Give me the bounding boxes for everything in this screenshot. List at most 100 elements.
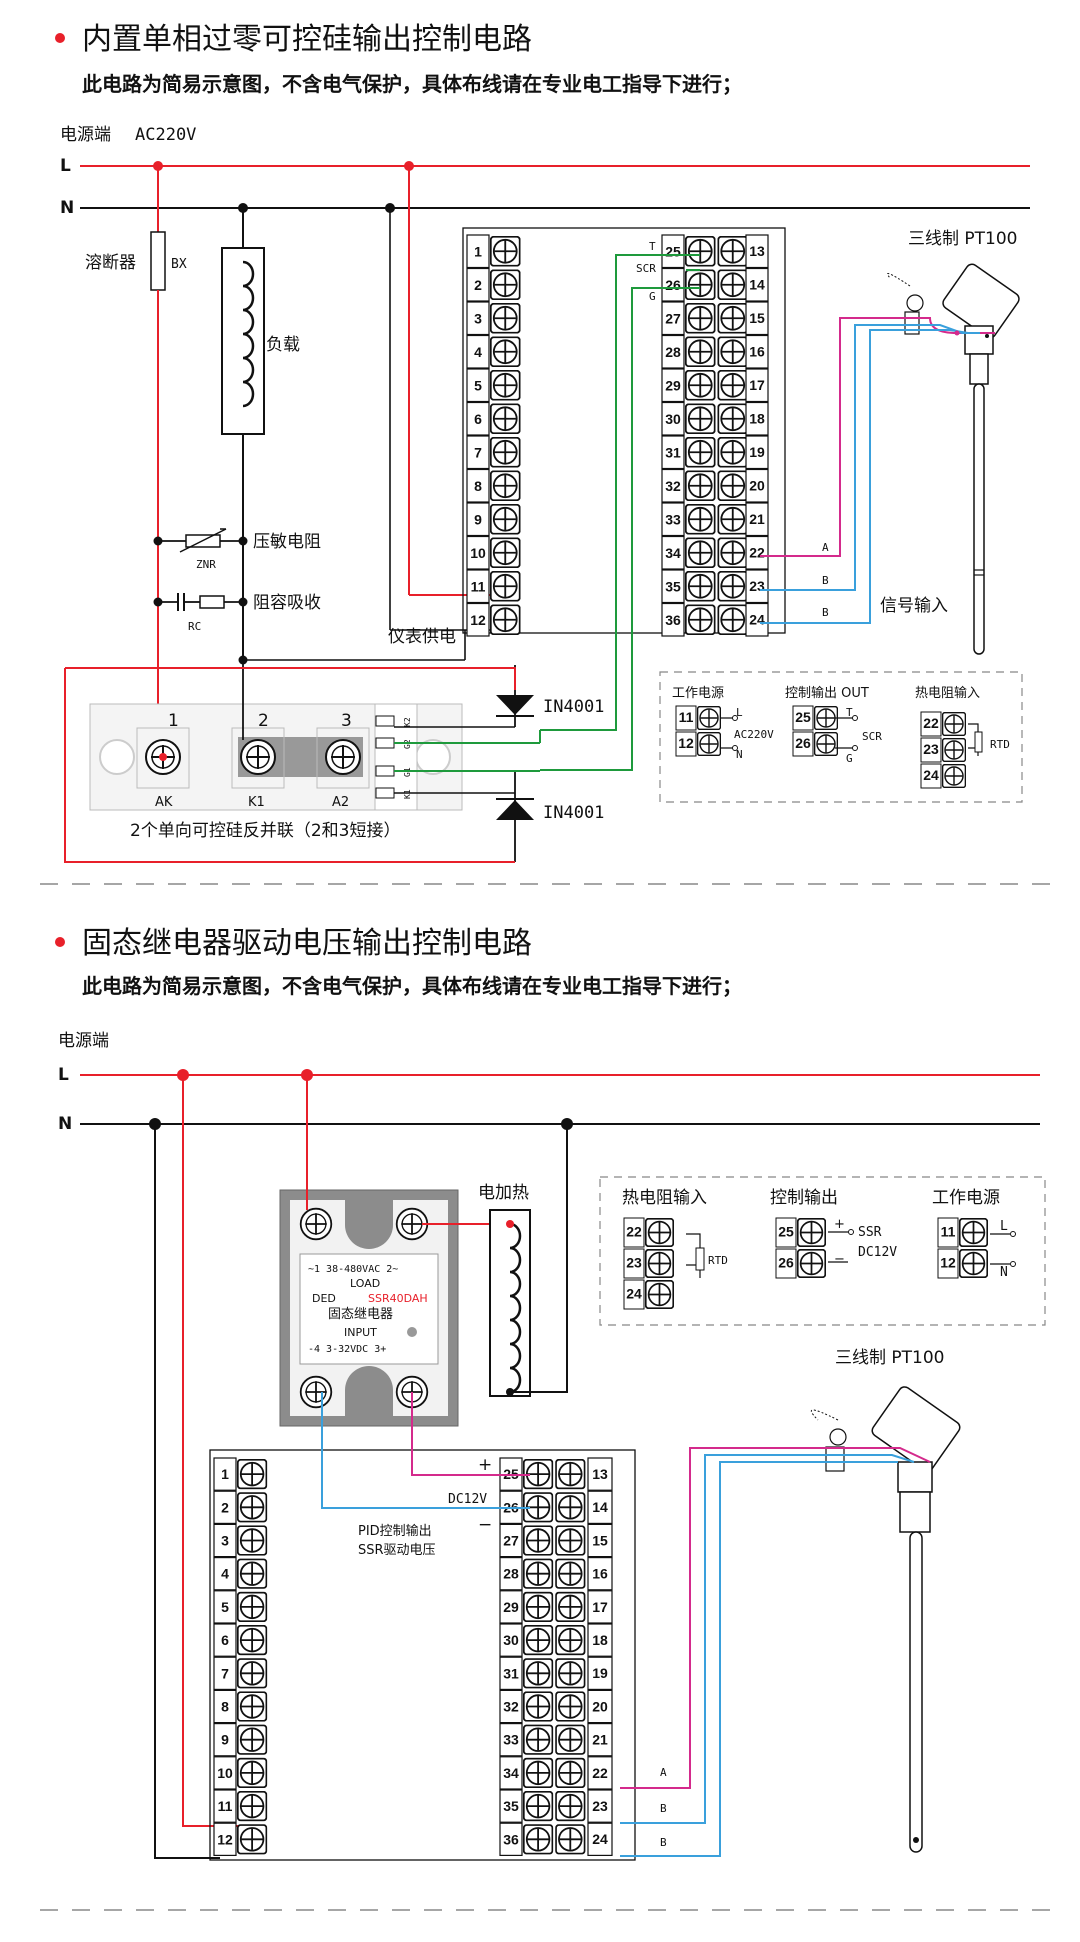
svg-text:1: 1 <box>474 243 482 259</box>
s1-module-pin-ak: AK <box>155 795 173 810</box>
s2-legend-power-title: 工作电源 <box>932 1188 1000 1208</box>
s1-legend-box <box>659 671 1023 803</box>
s2-line-n-label: N <box>58 1114 72 1134</box>
s2-term-34: 34 <box>499 1756 586 1790</box>
s1-legend-out-scr: SCR <box>862 730 882 743</box>
svg-text:26: 26 <box>778 1255 794 1271</box>
s2-wire-a <box>620 1447 931 1789</box>
s1-term-27: 27 <box>661 301 748 336</box>
s1-wire-a <box>760 317 995 557</box>
svg-text:25: 25 <box>665 243 681 259</box>
s2-term-30: 30 <box>499 1623 586 1657</box>
s1-legend-out-t: T <box>846 706 853 719</box>
s1-term-5: 5 <box>466 368 521 403</box>
s1-wire-g <box>540 287 700 771</box>
s2-heater-label: 电加热 <box>478 1183 529 1203</box>
s2-term-8: 8 <box>213 1689 268 1724</box>
s1-side-pin-g1: G1 <box>403 767 412 777</box>
s2-term-24: 24 <box>592 1831 608 1847</box>
s2-term-20: 20 <box>592 1698 608 1714</box>
s2-legend-rtd-title: 热电阻输入 <box>622 1188 707 1208</box>
svg-text:34: 34 <box>503 1765 519 1781</box>
s1-wire-b2 <box>760 329 969 624</box>
svg-text:26: 26 <box>665 277 681 293</box>
s2-term-18: 18 <box>592 1632 608 1648</box>
s2-pt100-label: 三线制 PT100 <box>835 1348 945 1368</box>
svg-text:29: 29 <box>503 1599 519 1615</box>
s2-term-15: 15 <box>592 1532 608 1548</box>
s2-ssr-name: 固态继电器 <box>328 1307 393 1322</box>
s1-legend-rtd-22: 22 <box>920 711 966 737</box>
s2-ssr-load-label: LOAD <box>350 1277 380 1290</box>
svg-text:30: 30 <box>665 411 681 427</box>
s2-wire-a-label: A <box>660 1766 667 1779</box>
s2-term-1: 1 <box>213 1457 268 1491</box>
s2-term-36: 36 <box>499 1822 586 1856</box>
s1-line-l-label: L <box>60 156 71 176</box>
s1-fuse <box>150 231 166 291</box>
s1-term-28: 28 <box>661 334 748 369</box>
svg-text:33: 33 <box>665 511 681 527</box>
svg-text:29: 29 <box>665 377 681 393</box>
s2-term-16: 16 <box>592 1566 608 1582</box>
s2-line-l-label: L <box>58 1065 69 1085</box>
s2-term-10: 10 <box>213 1756 268 1790</box>
s1-rc-label: 阻容吸收 <box>253 593 321 613</box>
s1-side-pin-k1: K1 <box>403 789 412 799</box>
s2-legend-out-25: 25 <box>775 1217 826 1248</box>
s1-legend-power-v: AC220V <box>734 728 774 741</box>
s1-term-19: 19 <box>749 444 765 460</box>
svg-text:7: 7 <box>474 444 482 460</box>
svg-text:4: 4 <box>221 1566 229 1582</box>
svg-text:22: 22 <box>626 1224 642 1240</box>
s2-term-32: 32 <box>499 1689 586 1724</box>
s1-term-29: 29 <box>661 368 748 403</box>
svg-text:32: 32 <box>503 1699 519 1715</box>
s1-power-label: 电源端 <box>60 125 111 145</box>
s1-term-23: 23 <box>749 578 765 594</box>
svg-text:5: 5 <box>221 1599 229 1615</box>
svg-text:27: 27 <box>665 310 681 326</box>
s1-term-17: 17 <box>749 377 765 393</box>
svg-text:25: 25 <box>778 1224 794 1240</box>
s1-legend-out-26: 26 <box>792 731 838 757</box>
svg-text:36: 36 <box>503 1831 519 1847</box>
s1-term-9: 9 <box>466 502 521 537</box>
s1-diode-bottom-label: IN4001 <box>543 803 604 823</box>
s2-wire-ssr-plus <box>411 1392 530 1476</box>
s1-term-13: 13 <box>749 243 765 259</box>
svg-text:24: 24 <box>923 767 939 783</box>
s1-legend-rtd-24: 24 <box>920 763 966 789</box>
s2-term-14: 14 <box>592 1499 608 1515</box>
s1-diode-bottom <box>496 770 534 862</box>
section2-note: 此电路为简易示意图，不含电气保护，具体布线请在专业电工指导下进行； <box>82 974 742 998</box>
svg-text:25: 25 <box>795 709 811 725</box>
s2-term-35: 35 <box>499 1789 586 1823</box>
s2-wire-b1-label: B <box>660 1802 667 1815</box>
s2-term-29: 29 <box>499 1590 586 1624</box>
s1-term-24: 24 <box>749 612 765 628</box>
svg-text:10: 10 <box>470 545 486 561</box>
s2-legend-rtd-24: 24 <box>623 1279 674 1310</box>
s1-term-1: 1 <box>466 234 521 269</box>
s1-meter-frame <box>462 227 786 634</box>
section2-title: 固态继电器驱动电压输出控制电路 <box>82 926 532 961</box>
s1-term-8: 8 <box>466 468 521 503</box>
s2-term-28: 28 <box>499 1556 586 1591</box>
svg-text:11: 11 <box>471 578 486 594</box>
s1-term-11: 11 <box>466 569 521 604</box>
s1-term-33: 33 <box>661 502 748 537</box>
s1-varistor-label: 压敏电阻 <box>253 532 321 552</box>
s2-meter-right-terminals: 2526272829303132333435361314151617181920… <box>499 1457 613 1856</box>
s2-term-21: 21 <box>592 1732 608 1748</box>
s2-wire-b1 <box>620 1454 915 1824</box>
s2-term-13: 13 <box>592 1466 608 1482</box>
s1-term-22: 22 <box>749 545 765 561</box>
s2-ssr-input-label: INPUT <box>344 1326 377 1339</box>
svg-text:12: 12 <box>470 612 486 628</box>
svg-text:30: 30 <box>503 1632 519 1648</box>
s2-meter-frame <box>209 1449 636 1861</box>
s1-legend-out-g: G <box>846 752 853 765</box>
